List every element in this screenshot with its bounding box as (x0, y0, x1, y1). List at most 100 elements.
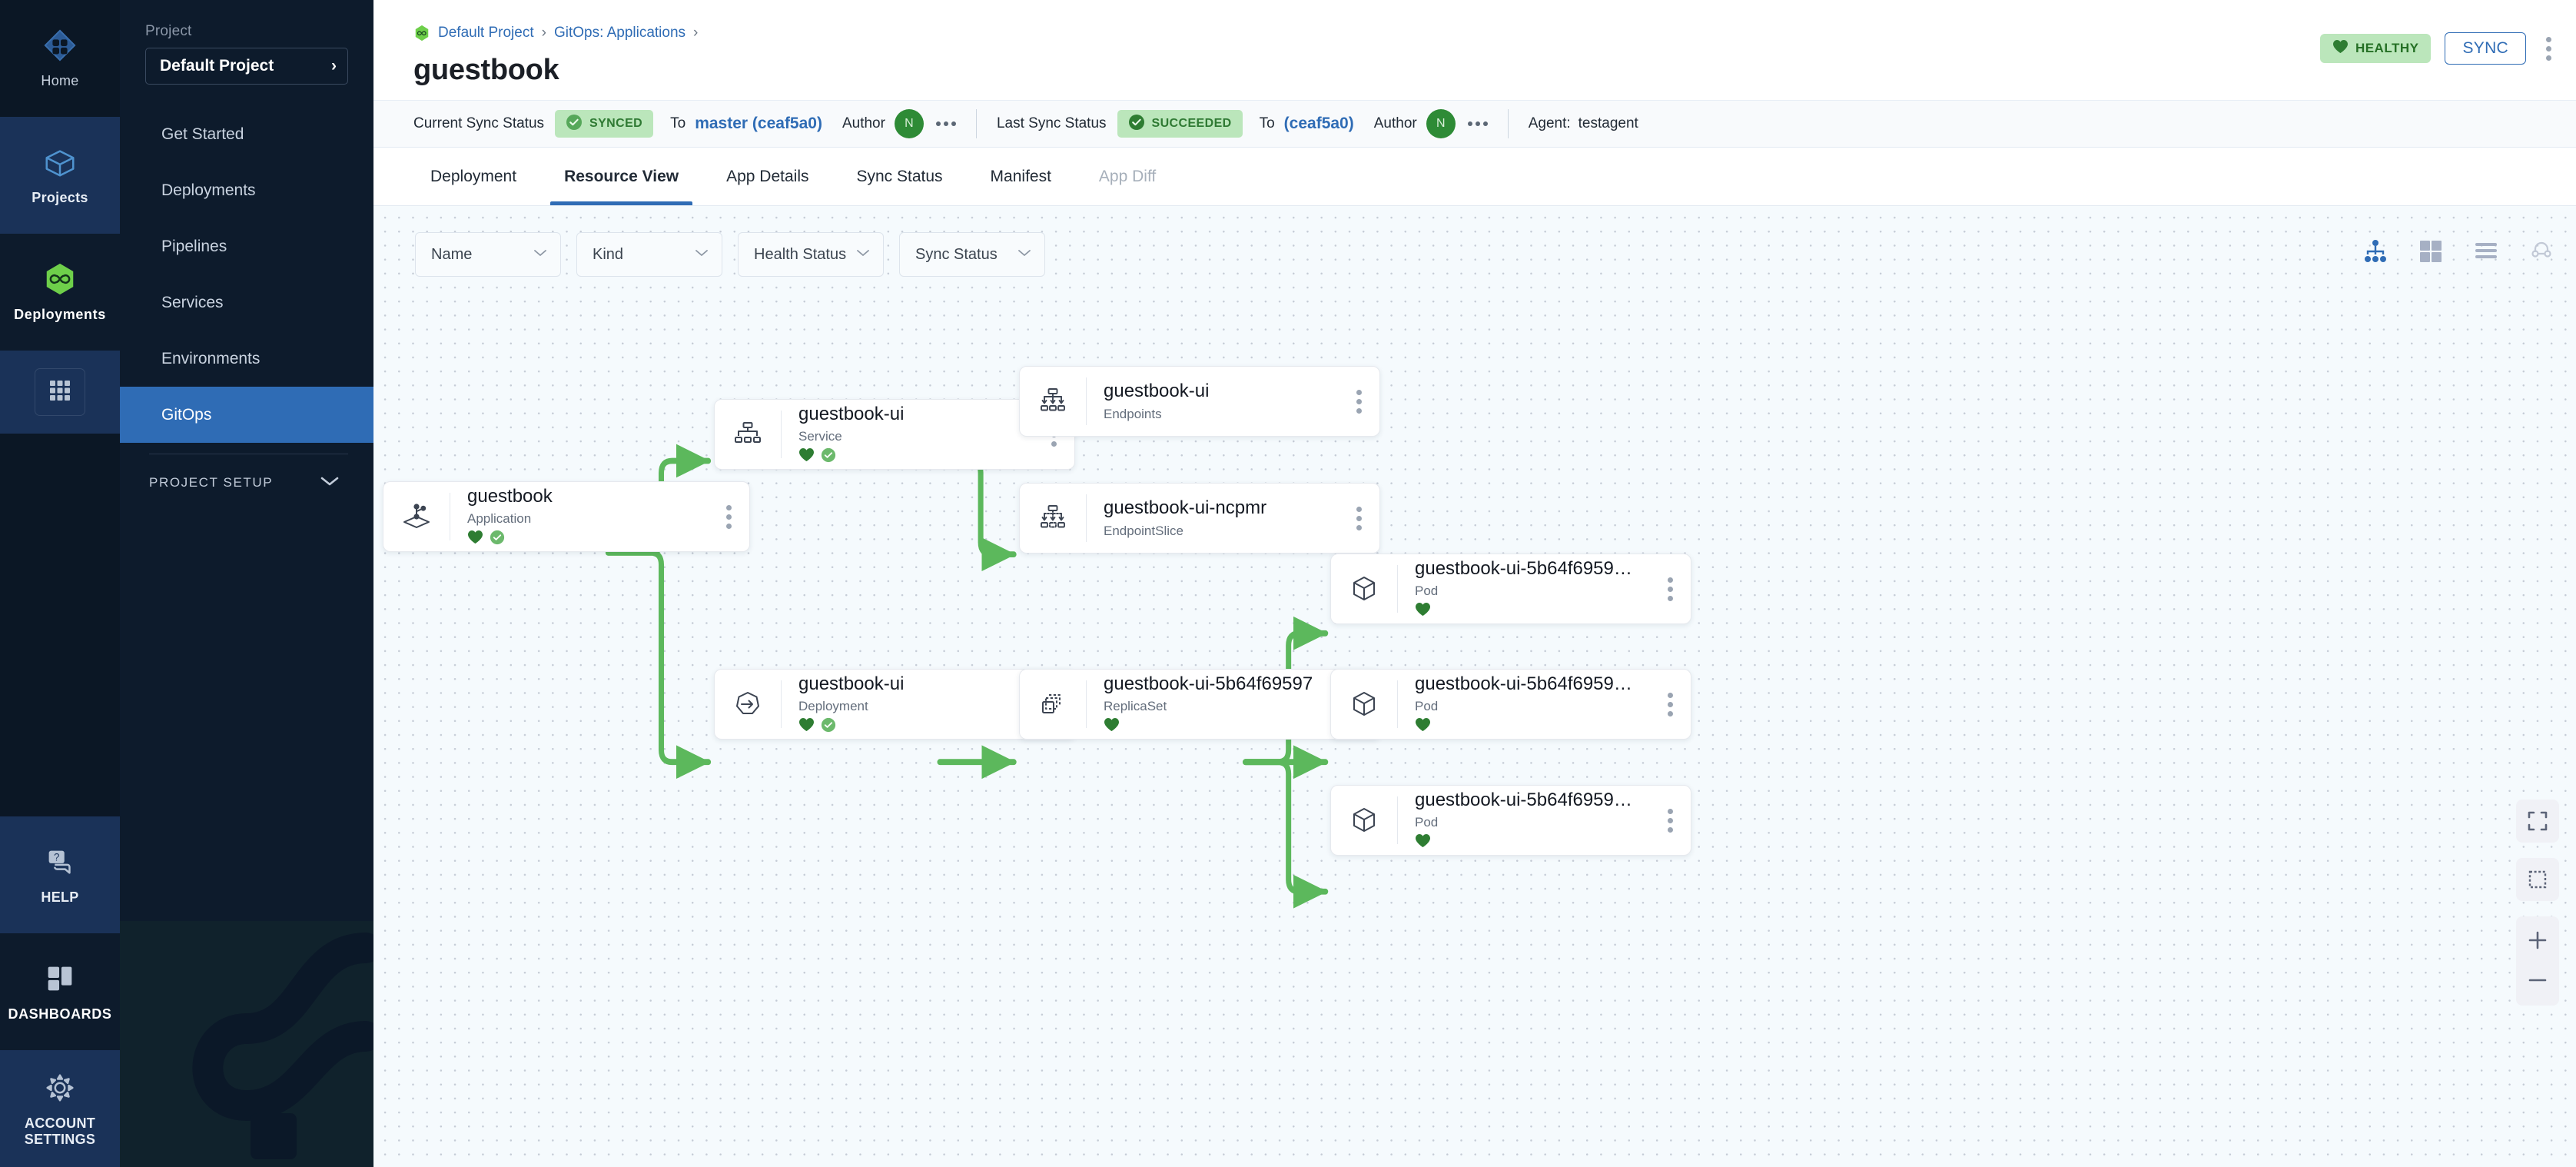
current-revision-link[interactable]: master (ceaf5a0) (695, 115, 822, 132)
node-divider (1086, 494, 1087, 542)
sidebar-item-get-started[interactable]: Get Started (120, 106, 373, 162)
sidebar-item-label: Environments (161, 349, 261, 367)
filter-name[interactable]: Name (415, 232, 561, 277)
sidebar-item-services[interactable]: Services (120, 274, 373, 331)
heart-icon (1415, 602, 1431, 620)
tree-view-icon[interactable] (2362, 238, 2388, 264)
tab-resource-view[interactable]: Resource View (547, 148, 695, 205)
grid-view-icon[interactable] (2418, 238, 2444, 264)
node-badges (798, 447, 1033, 467)
list-view-icon[interactable] (2473, 238, 2499, 264)
network-view-icon[interactable] (2528, 238, 2554, 264)
rail-item-dashboards[interactable]: DASHBOARDS (0, 933, 120, 1050)
tab-deployment[interactable]: Deployment (430, 167, 517, 185)
current-sync-to-label: To (670, 115, 686, 131)
sync-status-bar: Current Sync Status SYNCED To master (ce… (373, 100, 2576, 148)
sidebar-item-gitops[interactable]: GitOps (120, 387, 373, 443)
rail-item-apps[interactable] (0, 351, 120, 434)
apps-grid-icon (48, 378, 72, 407)
rail-item-home[interactable]: Home (0, 0, 120, 117)
filter-kind[interactable]: Kind (576, 232, 722, 277)
node-more-button[interactable] (1649, 577, 1691, 601)
node-divider (781, 411, 782, 458)
graph-node-pod-2[interactable]: guestbook-ui-5b64f6959… Pod (1330, 669, 1691, 740)
project-selector[interactable]: Default Project › (145, 48, 348, 85)
status-divider (975, 109, 977, 138)
sidebar-project-setup[interactable]: PROJECT SETUP (120, 454, 373, 511)
more-options-button[interactable] (2540, 34, 2558, 64)
node-more-button[interactable] (708, 504, 749, 529)
last-author-label: Author (1373, 115, 1417, 131)
node-divider (1397, 680, 1398, 728)
check-circle-icon (821, 447, 836, 467)
primary-nav-rail: Home Projects (0, 0, 120, 1167)
filter-name-label: Name (431, 245, 473, 263)
tab-sync-status[interactable]: Sync Status (856, 167, 943, 185)
graph-node-endpoints[interactable]: guestbook-ui Endpoints (1019, 366, 1380, 437)
apps-grid-button[interactable] (35, 368, 85, 416)
graph-node-pod-3[interactable]: guestbook-ui-5b64f6959… Pod (1330, 785, 1691, 856)
current-author-more-button[interactable] (935, 121, 956, 126)
filter-sync-status[interactable]: Sync Status (899, 232, 1045, 277)
node-name: guestbook-ui (798, 403, 905, 424)
last-author-more-button[interactable] (1467, 121, 1488, 126)
node-more-button[interactable] (1338, 506, 1379, 530)
sidebar-item-pipelines[interactable]: Pipelines (120, 218, 373, 274)
node-divider (1086, 377, 1087, 425)
sidebar-nav: Get Started Deployments Pipelines Servic… (120, 106, 373, 443)
main-content: Default Project › GitOps: Applications ›… (373, 0, 2576, 1167)
sidebar-item-environments[interactable]: Environments (120, 331, 373, 387)
graph-node-replicaset[interactable]: guestbook-ui-5b64f69597 ReplicaSet (1019, 669, 1380, 740)
node-more-button[interactable] (1338, 389, 1379, 414)
tab-app-details[interactable]: App Details (726, 167, 809, 185)
heart-icon (1104, 717, 1120, 736)
node-badges (467, 530, 708, 547)
tab-manifest[interactable]: Manifest (990, 167, 1051, 185)
selection-box-icon[interactable] (2516, 858, 2559, 901)
chevron-down-icon (320, 475, 340, 491)
rail-item-deployments[interactable]: Deployments (0, 234, 120, 351)
node-body: guestbook Application (450, 486, 708, 548)
graph-node-endpointslice[interactable]: guestbook-ui-ncpmr EndpointSlice (1019, 483, 1380, 554)
zoom-in-icon[interactable] (2525, 927, 2551, 953)
node-body: guestbook-ui Deployment (782, 673, 1033, 736)
breadcrumb-item-default-project[interactable]: Default Project (438, 25, 534, 41)
filter-health-status-label: Health Status (754, 245, 847, 263)
canvas-controls (2516, 800, 2559, 1006)
heart-icon (1415, 833, 1431, 852)
graph-node-application[interactable]: guestbook Application (383, 481, 750, 552)
tab-app-diff: App Diff (1098, 167, 1157, 185)
fullscreen-icon[interactable] (2516, 800, 2559, 843)
resource-graph-canvas[interactable]: Name Kind Health Status (373, 206, 2576, 1167)
node-more-button[interactable] (1649, 692, 1691, 716)
rail-item-account-settings[interactable]: ACCOUNT SETTINGS (0, 1050, 120, 1167)
help-chat-icon: ? (42, 844, 78, 879)
last-revision-link[interactable]: (ceaf5a0) (1283, 115, 1354, 132)
last-sync-to-label: To (1259, 115, 1275, 131)
status-badge-healthy[interactable]: HEALTHY (2319, 34, 2432, 63)
breadcrumb-item-gitops-applications[interactable]: GitOps: Applications (553, 25, 686, 41)
breadcrumb-separator: › (541, 25, 546, 41)
replicaset-icon (1020, 689, 1086, 720)
sync-button[interactable]: SYNC (2445, 32, 2526, 65)
pod-icon (1331, 689, 1397, 720)
rail-item-help[interactable]: ? HELP (0, 816, 120, 933)
application-icon (383, 501, 450, 532)
zoom-out-icon[interactable] (2525, 967, 2551, 993)
sidebar-watermark-logo (120, 921, 373, 1167)
rail-label-deployments: Deployments (14, 307, 106, 323)
chevron-down-icon (855, 248, 871, 261)
graph-node-pod-1[interactable]: guestbook-ui-5b64f6959… Pod (1330, 554, 1691, 624)
avatar: N (1426, 109, 1456, 138)
node-kind: Endpoints (1104, 406, 1162, 421)
rail-label-projects: Projects (32, 190, 88, 206)
filter-health-status[interactable]: Health Status (738, 232, 884, 277)
node-divider (1086, 680, 1087, 728)
project-logo-icon (413, 25, 430, 42)
node-kind: Pod (1415, 584, 1439, 599)
service-icon (715, 419, 781, 450)
rail-item-projects[interactable]: Projects (0, 117, 120, 234)
sidebar-item-label: Get Started (161, 125, 244, 143)
sidebar-item-deployments[interactable]: Deployments (120, 162, 373, 218)
node-more-button[interactable] (1649, 808, 1691, 833)
